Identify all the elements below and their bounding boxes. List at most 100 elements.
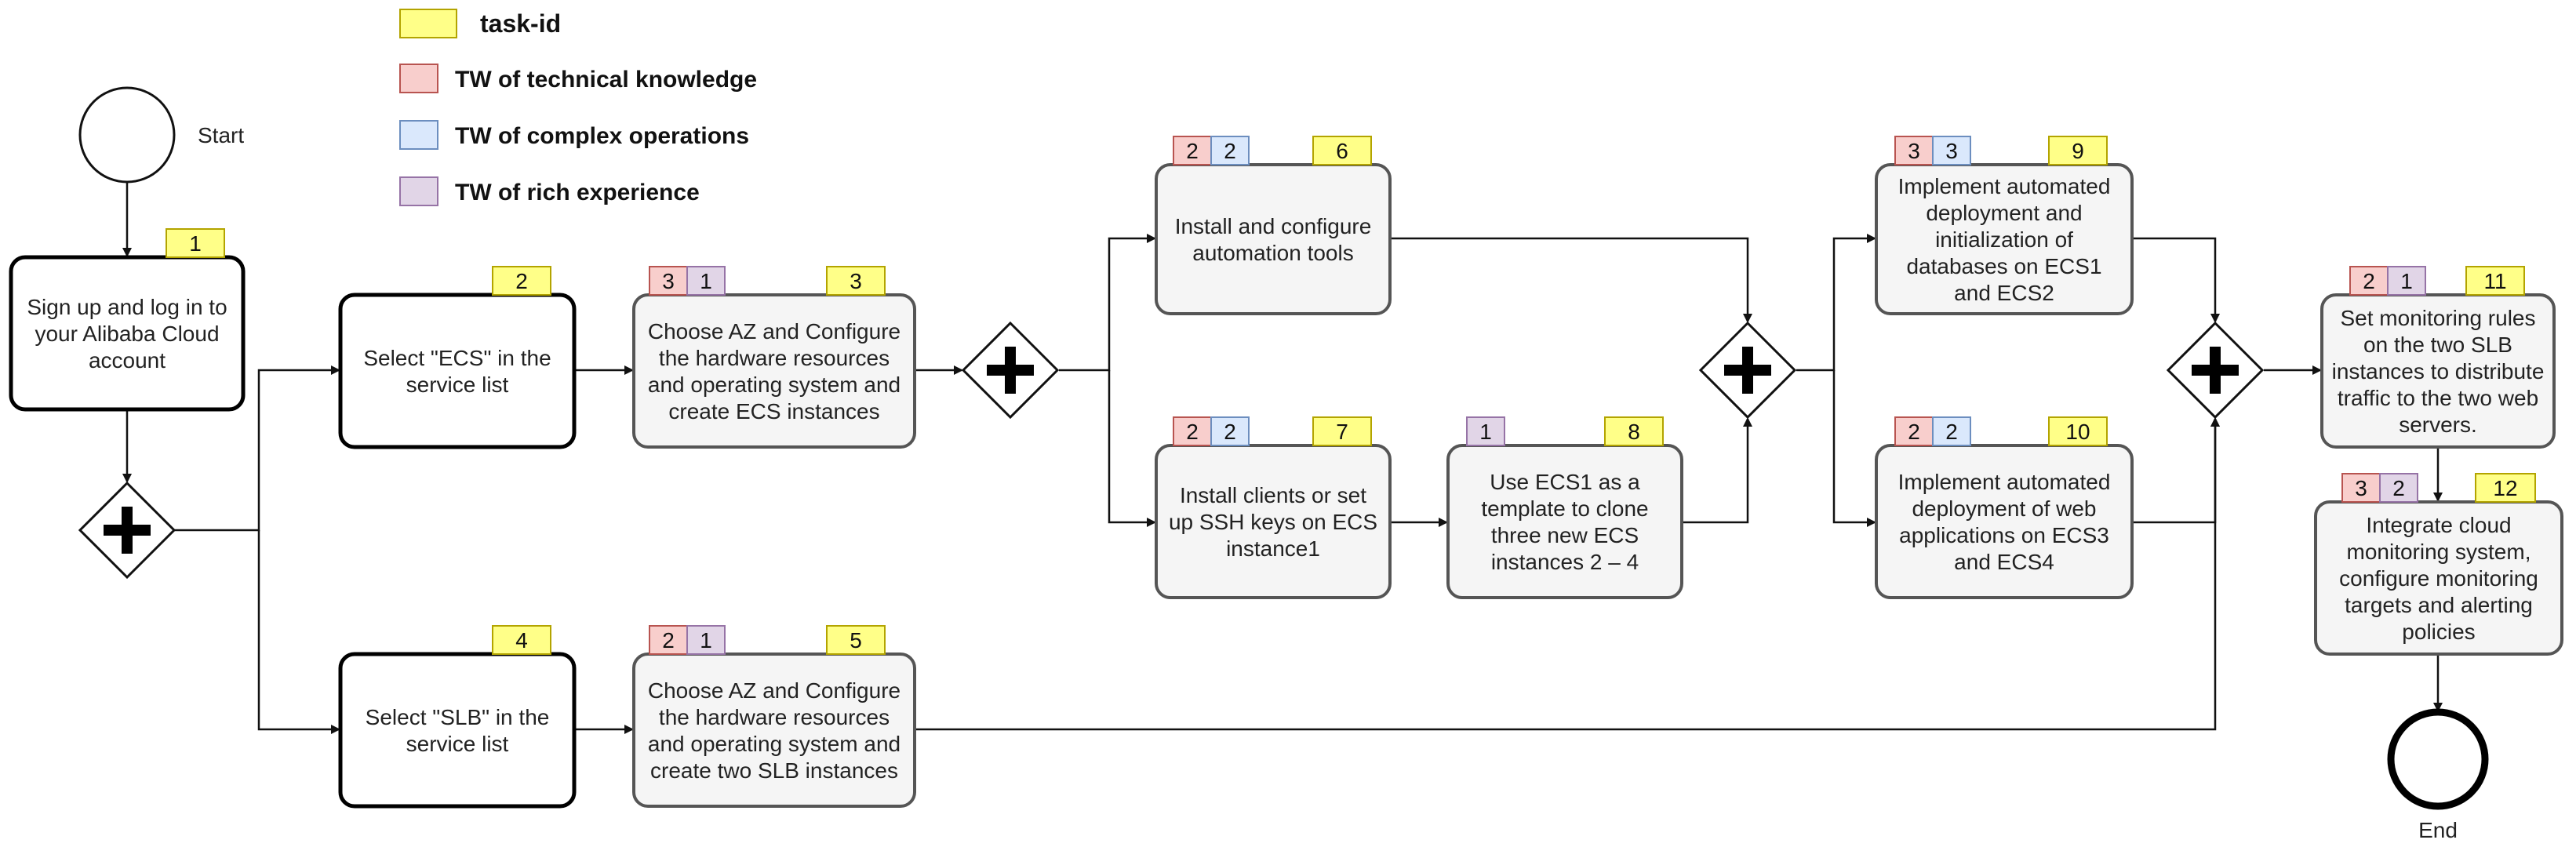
task-id-tag xyxy=(1604,416,1664,446)
task-label-line: and operating system and xyxy=(648,373,901,397)
task-id-label: 6 xyxy=(1336,139,1348,163)
sequence-flow-arrow xyxy=(1059,234,1156,372)
task-4: Select "SLB" in the service list 4 xyxy=(338,625,577,809)
legend-swatch-task-id xyxy=(399,9,457,38)
task-box xyxy=(1155,444,1392,599)
sequence-flow-arrow xyxy=(2132,417,2220,524)
task-label-line: three new ECS xyxy=(1491,523,1639,547)
task-label-line: and ECS2 xyxy=(1954,281,2054,305)
task-box xyxy=(2314,500,2563,656)
task-label-line: on the two SLB xyxy=(2363,333,2512,357)
task-id-label: 11 xyxy=(2483,269,2506,293)
task-label-line: Choose AZ and Configure xyxy=(648,319,901,344)
task-box xyxy=(1446,444,1683,599)
tw-badge-value: 1 xyxy=(700,269,712,293)
task-label-line: up SSH keys on ECS xyxy=(1169,510,1377,534)
tw-badge-complex xyxy=(1932,136,1971,165)
task-label-line: Install clients or set xyxy=(1180,483,1366,507)
legend-label: task-id xyxy=(480,9,561,38)
task-box xyxy=(1155,163,1392,315)
legend-swatch-technical xyxy=(399,64,438,93)
task-id-label: 3 xyxy=(850,269,862,293)
task-label-line: Use ECS1 as a xyxy=(1490,470,1640,494)
task-label-line: servers. xyxy=(2399,413,2477,437)
legend-label: TW of rich experience xyxy=(455,180,700,205)
tw-badge-value: 3 xyxy=(662,269,675,293)
task-id-tag xyxy=(2048,416,2108,446)
task-id-label: 1 xyxy=(189,231,202,256)
task-label-line: instances to distribute xyxy=(2332,359,2545,384)
task-label-line: Select "SLB" in the xyxy=(366,705,550,729)
task-label-line: Select "ECS" in the xyxy=(363,346,551,370)
task-label-line: Choose AZ and Configure xyxy=(648,678,901,703)
task-label-line: service list xyxy=(406,732,509,756)
task-label-line: Set monitoring rules xyxy=(2340,306,2535,330)
tw-badge-value: 2 xyxy=(1186,420,1199,444)
task-box xyxy=(1875,444,2134,599)
task-11: Set monitoring rules on the two SLBinstan… xyxy=(2320,266,2556,449)
legend-swatch-complex xyxy=(399,120,438,150)
tw-badge-experience xyxy=(2379,473,2418,503)
task-7: Install clients or set up SSH keys on ECS… xyxy=(1155,416,1392,599)
task-label-line: create ECS instances xyxy=(668,399,879,424)
tw-badge-experience xyxy=(686,266,726,296)
legend-label: TW of technical knowledge xyxy=(455,67,757,93)
task-label-line: the hardware resources xyxy=(659,346,890,370)
task-label-line: automation tools xyxy=(1192,241,1353,265)
tw-badge-value: 2 xyxy=(2392,476,2405,500)
sequence-flow-arrow xyxy=(1832,370,1876,527)
task-box xyxy=(338,293,577,449)
task-label-line: databases on ECS1 xyxy=(1906,254,2101,278)
task-id-label: 2 xyxy=(515,269,528,293)
tw-badge-experience xyxy=(2387,266,2426,296)
task-box xyxy=(632,653,916,808)
task-label-line: traffic to the two web xyxy=(2338,386,2538,410)
task-id-tag xyxy=(826,625,886,655)
task-label-line: and operating system and xyxy=(648,732,901,756)
sequence-flow-arrow xyxy=(1682,417,1752,524)
sequence-flow-arrow xyxy=(174,365,340,532)
task-box xyxy=(338,652,577,809)
task-label-line: deployment of web xyxy=(1912,496,2096,521)
task-id-tag xyxy=(826,266,886,296)
plus-icon xyxy=(104,507,151,554)
task-id-tag xyxy=(2048,136,2108,165)
task-id-label: 8 xyxy=(1628,420,1640,444)
task-box xyxy=(632,293,916,449)
sequence-flow-arrow xyxy=(1108,370,1156,527)
connector-layer xyxy=(122,182,2443,734)
tw-badge-value: 1 xyxy=(700,628,712,653)
task-label-line: monitoring system, xyxy=(2347,540,2531,564)
sequence-flow-arrow xyxy=(257,530,340,734)
task-label-line: applications on ECS3 xyxy=(1899,523,2109,547)
task-label-line: initialization of xyxy=(1935,227,2073,252)
task-label-line: targets and alerting xyxy=(2345,593,2533,617)
tw-badge-experience xyxy=(1466,416,1505,446)
tw-badge-technical xyxy=(2341,473,2381,503)
tw-badge-technical xyxy=(1173,416,1212,446)
task-id-label: 9 xyxy=(2072,139,2084,163)
end-label: End xyxy=(2418,818,2458,842)
task-label-line: deployment and xyxy=(1926,201,2082,225)
task-label-line: instance1 xyxy=(1226,536,1320,561)
plus-icon xyxy=(2192,347,2239,394)
task-id-label: 10 xyxy=(2065,420,2090,444)
tw-badge-value: 3 xyxy=(1908,139,1920,163)
task-box xyxy=(9,255,246,412)
sequence-flow-arrow xyxy=(1796,234,1876,372)
start-event xyxy=(78,86,176,184)
tw-badge-value: 2 xyxy=(1908,420,1920,444)
task-id-tag xyxy=(2475,473,2536,503)
legend-label: TW of complex operations xyxy=(455,123,749,149)
task-id-label: 4 xyxy=(515,628,528,653)
task-label-line: Install and configure xyxy=(1175,214,1372,238)
task-label-line: configure monitoring xyxy=(2339,566,2538,591)
tw-badge-value: 3 xyxy=(1945,139,1958,163)
